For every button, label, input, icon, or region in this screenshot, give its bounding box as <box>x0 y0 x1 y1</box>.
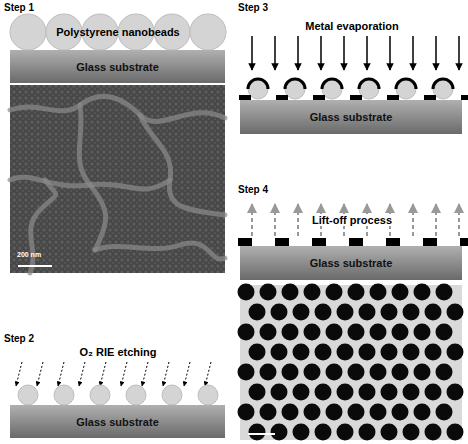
step-label: Step 1 <box>4 2 34 13</box>
substrate-label: Glass substrate <box>76 61 159 73</box>
evaporation-arrows <box>252 36 459 70</box>
metal-pattern <box>238 238 468 246</box>
substrate-label: Glass substrate <box>310 111 393 123</box>
coated-bead-row <box>239 79 468 100</box>
step-label: Step 2 <box>4 333 34 344</box>
nanobead-row <box>10 14 226 50</box>
process-label: Metal evaporation <box>305 20 399 32</box>
sem-image <box>238 284 464 441</box>
liftoff-arrows <box>252 204 459 236</box>
substrate-band: Glass substrate <box>10 405 225 438</box>
sem-image <box>10 85 225 273</box>
scale-label: 200 nm <box>17 251 41 259</box>
substrate-band: Glass substrate <box>10 50 225 83</box>
substrate-band: Glass substrate <box>240 246 462 280</box>
process-label: Lift-off process <box>309 214 395 226</box>
step-label: Step 4 <box>238 184 268 195</box>
etched-bead-row <box>18 385 218 405</box>
part-label: Polystyrene nanobeads <box>56 26 180 38</box>
step-label: Step 3 <box>238 2 268 13</box>
substrate-label: Glass substrate <box>76 416 159 428</box>
rie-arrows <box>16 362 211 386</box>
process-label: O₂ RIE etching <box>79 346 156 358</box>
substrate-label: Glass substrate <box>310 257 393 269</box>
substrate-band: Glass substrate <box>240 100 462 134</box>
